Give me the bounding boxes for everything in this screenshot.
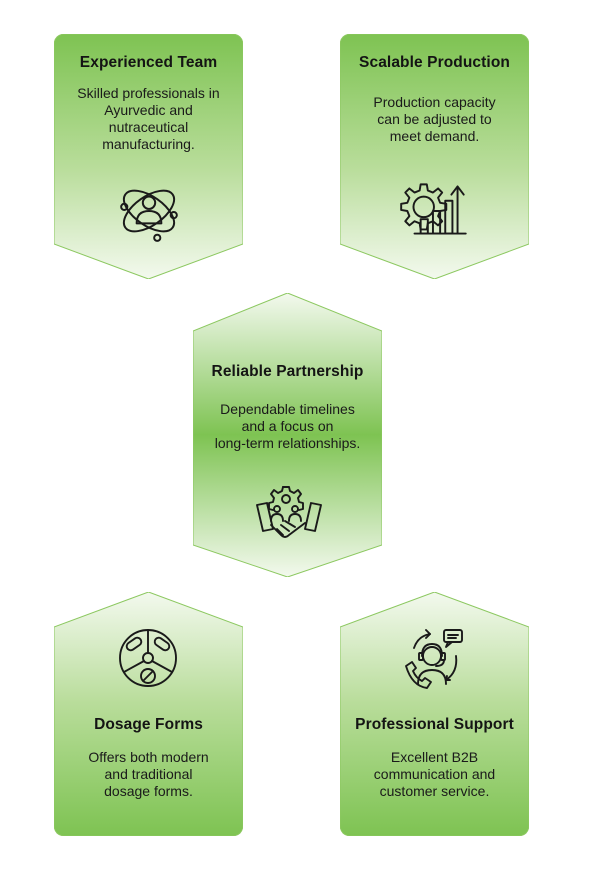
team-orbit-icon	[120, 189, 178, 242]
card-background-shape	[340, 592, 529, 836]
card-professional-support: Professional Support Excellent B2B commu…	[340, 592, 529, 836]
card-background-shape	[193, 293, 382, 577]
gear-growth-chart-icon	[400, 183, 467, 235]
card-title: Scalable Production	[359, 54, 510, 71]
card-background-shape	[54, 592, 243, 836]
card-scalable-production: Scalable Production Production capacity …	[340, 34, 529, 279]
support-agent-icon	[405, 629, 463, 689]
card-reliable-partnership: Reliable Partnership Dependable timeline…	[193, 293, 382, 577]
card-experienced-team: Experienced Team Skilled professionals i…	[54, 34, 243, 279]
card-description: Excellent B2B communication and customer…	[373, 749, 496, 799]
card-description: Offers both modern and traditional dosag…	[88, 749, 209, 799]
handshake-gear-icon	[256, 486, 322, 538]
card-description: Production capacity can be adjusted to m…	[373, 94, 496, 144]
card-title: Dosage Forms	[94, 716, 203, 733]
card-title: Professional Support	[355, 716, 514, 733]
pills-wheel-icon	[119, 629, 177, 687]
card-background-shape	[54, 34, 243, 279]
card-dosage-forms: Dosage Forms Offers both modern and trad…	[54, 592, 243, 836]
card-background-shape	[340, 34, 529, 279]
card-title: Experienced Team	[79, 54, 218, 71]
card-description: Skilled professionals in Ayurvedic and n…	[77, 85, 220, 152]
card-title: Reliable Partnership	[211, 363, 364, 380]
card-description: Dependable timelines and a focus on long…	[214, 401, 361, 451]
